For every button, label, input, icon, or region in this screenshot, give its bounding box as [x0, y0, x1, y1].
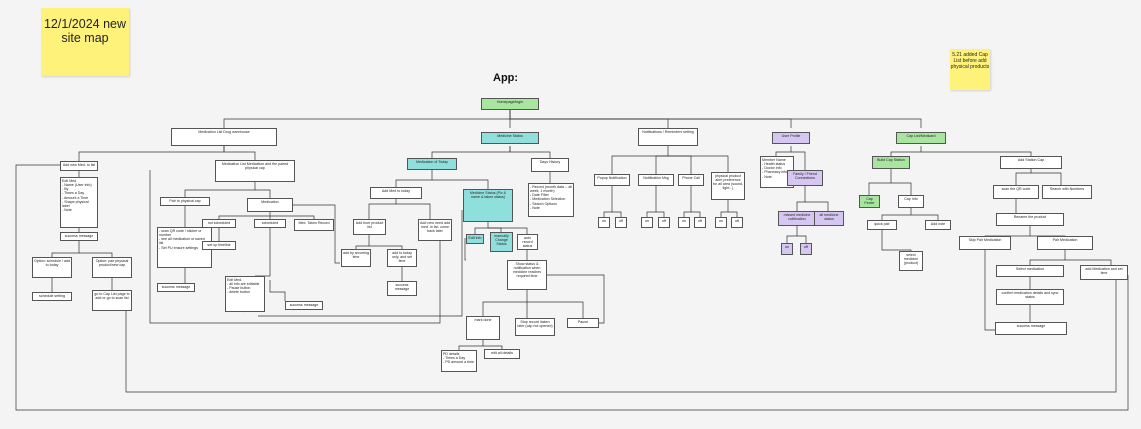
node-popup-on[interactable]: on — [598, 217, 610, 228]
node-confirm-medication[interactable]: confirm medication details and sync stat… — [996, 289, 1064, 305]
node-call-on[interactable]: on — [678, 217, 690, 228]
node-notification-msg[interactable]: Notification Msg — [638, 174, 674, 186]
node-physical-product[interactable]: physical product alert preference for al… — [711, 172, 745, 200]
node-family-friend[interactable]: Family / Friend Connections — [787, 170, 823, 186]
node-manually-change[interactable]: manually Change Status — [490, 232, 513, 252]
node-success-message-4[interactable]: success message — [387, 281, 417, 296]
node-cap-info[interactable]: Cap Info — [898, 195, 924, 208]
node-physical-off[interactable]: off — [731, 217, 743, 228]
node-scheduled[interactable]: scheduled — [254, 219, 286, 228]
node-cap-finder[interactable]: Cap Finder — [859, 195, 880, 208]
node-build-cap-station[interactable]: Build Cap Station — [872, 156, 910, 169]
node-cap-list[interactable]: Cap List/Medicard — [896, 132, 946, 144]
node-add-today-only[interactable]: add to today only, and set time — [387, 249, 417, 267]
node-select-medication[interactable]: Select medication — [996, 265, 1064, 277]
node-not-scheduled[interactable]: not scheduled — [202, 219, 236, 228]
node-skip-pair[interactable]: Skip Pair Medication — [959, 236, 1011, 250]
node-popup-off[interactable]: off — [615, 217, 627, 228]
diagram-title: App: — [493, 72, 519, 84]
node-member-name[interactable]: Member Name - Health status - Doctor inf… — [760, 156, 794, 188]
node-add-note[interactable]: Add note — [925, 220, 951, 230]
node-setup-timeline[interactable]: set up timeline — [202, 241, 236, 250]
node-success-message-1[interactable]: success message — [60, 232, 98, 241]
node-add-med-set-time[interactable]: add Medication and set time — [1080, 265, 1128, 280]
node-msg-on[interactable]: on — [641, 217, 653, 228]
node-medicine-status[interactable]: Medicine Status — [481, 132, 539, 144]
node-medication-of-today[interactable]: Medication of Today — [407, 158, 457, 170]
node-search-numbers[interactable]: Search with Numbers — [1042, 185, 1092, 199]
node-go-cap-list[interactable]: go to Cap List page to add or go to scan… — [92, 290, 132, 311]
added-sticky-note[interactable]: 5.21 added Cap List before add physical … — [950, 49, 990, 90]
node-success-message-3[interactable]: success message — [285, 301, 323, 310]
node-pause[interactable]: Pause — [567, 318, 599, 328]
node-pair-medication[interactable]: Pair Medication — [1037, 236, 1093, 250]
node-all-medicine-status[interactable]: all medicine status — [814, 211, 844, 226]
node-missed-on[interactable]: on — [781, 243, 793, 255]
node-option-schedule[interactable]: Option: schedule / add to today — [32, 257, 72, 278]
node-phone-call[interactable]: Phone Call — [678, 174, 704, 186]
node-notifications[interactable]: Notifications / Reminders setting — [638, 128, 698, 146]
node-physical-on[interactable]: on — [715, 217, 727, 228]
node-stop-record[interactable]: Stop record /taken later (cap not opened… — [515, 318, 555, 336]
node-missed-off[interactable]: off — [800, 243, 812, 255]
node-days-history[interactable]: Days History — [531, 158, 569, 172]
node-show-status[interactable]: Show status & notification when medicine… — [507, 260, 547, 290]
date-sticky-note[interactable]: 12/1/2024 new site map — [41, 8, 129, 76]
node-add-from-list[interactable]: Add from product list — [353, 219, 386, 235]
node-medicine-status-box[interactable]: Medicine Status (Pic & name & taken stat… — [463, 189, 513, 222]
node-homepage[interactable]: Homepage/login — [481, 98, 539, 110]
node-pair-physical-cap[interactable]: Pair to physical cap — [160, 197, 210, 206]
node-msg-off[interactable]: off — [658, 217, 670, 228]
node-edit-info[interactable]: Edit info — [466, 234, 484, 244]
node-add-new-med[interactable]: Add new need add med. in list, come back… — [418, 219, 452, 241]
node-medication[interactable]: Medication — [247, 198, 293, 212]
node-add-recurring[interactable]: add by recurring time — [341, 249, 371, 267]
node-add-med-today[interactable]: Add Med to today — [370, 187, 422, 199]
node-popup-notification[interactable]: Popup Notification — [594, 174, 630, 186]
node-pd-details[interactable]: PD details - Times a Day - PD amount a t… — [441, 350, 477, 372]
node-call-off[interactable]: off — [694, 217, 706, 228]
node-missed-medicine[interactable]: missed medicine notification — [778, 211, 816, 226]
node-med-taken-record[interactable]: Med. Taken Record — [294, 219, 334, 231]
node-success-message-5[interactable]: success message — [995, 322, 1067, 335]
node-edit-med-2[interactable]: Edit Med. - all info are editable - Paus… — [225, 276, 265, 312]
node-history-detail[interactable]: - Record (month data -- all week, 1 mont… — [528, 183, 574, 217]
node-edit-med[interactable]: Edit Med - Name (User info) - By - Times… — [60, 177, 98, 228]
node-rename-product[interactable]: Rename the product — [996, 213, 1064, 226]
node-add-station-cap[interactable]: Add Station Cap — [1000, 156, 1062, 169]
node-schedule-setting[interactable]: schedule setting — [32, 292, 72, 301]
node-scan-qr-code[interactable]: scan the QR code — [993, 185, 1039, 199]
node-user-profile[interactable]: User Profile — [772, 132, 810, 144]
node-med-list-detail[interactable]: Medication List Medication and the paire… — [215, 160, 295, 182]
node-edit-all-details[interactable]: edit all details — [484, 349, 520, 359]
node-auto-record[interactable]: auto record status — [517, 234, 538, 250]
node-medication-list[interactable]: Medication List Drug warehouse — [171, 128, 277, 146]
node-select-medicine[interactable]: select medicine (product) — [899, 251, 923, 271]
node-quick-pair[interactable]: quick pair — [867, 220, 897, 230]
node-option-cap[interactable]: Option: pair physical product/new cap — [92, 257, 132, 278]
node-mark-done[interactable]: mark done — [466, 316, 500, 340]
node-success-message-2[interactable]: success message — [157, 283, 195, 292]
node-add-med-to-list[interactable]: Add new Med. to list — [60, 161, 98, 171]
